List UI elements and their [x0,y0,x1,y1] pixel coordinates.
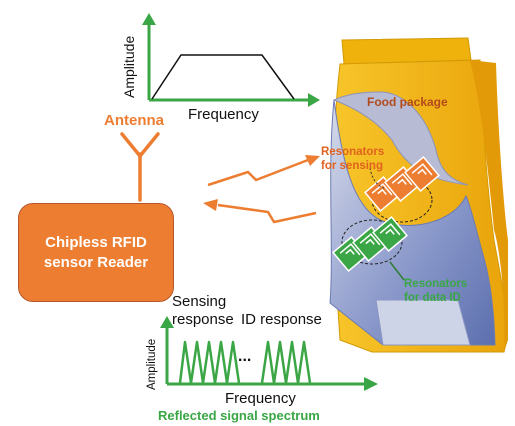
bottom-chart-ylabel: Amplitude [146,338,158,390]
food-package-label: Food package [367,95,448,109]
id-response-label: ID response [241,311,322,328]
bottom-spectrum-chart [160,316,378,391]
antenna-label: Antenna [104,112,164,129]
resonators-id-label: Resonators for data ID [404,278,468,304]
sensing-response-peaks [178,340,241,385]
sensing-resonators [364,156,440,212]
top-spectrum-chart [142,13,320,107]
chipless-rfid-reader-box: Chipless RFID sensor Reader [18,203,174,302]
wireless-wave-arrow-icon [203,155,320,224]
bottom-chart-x-arrowhead [364,377,378,391]
id-resonators [332,216,408,272]
reader-label: Chipless RFID sensor Reader [43,233,149,271]
id-callout-line [389,261,405,281]
resonator-icon [404,156,440,192]
bottom-chart-xlabel: Frequency [225,390,296,407]
top-chart-y-arrowhead [142,13,156,25]
food-package [329,37,508,353]
bottom-chart-y-arrowhead [160,316,174,328]
antenna-icon [120,132,160,202]
resonator-icon [372,216,408,252]
top-chart-trapezoid-curve [151,54,295,100]
top-chart-xlabel: Frequency [188,106,259,123]
peaks-ellipsis: ... [238,348,252,365]
sensing-response-label: Sensing response [172,293,234,328]
id-response-peaks [260,340,312,385]
reflected-spectrum-caption: Reflected signal spectrum [158,408,320,423]
resonators-sensing-label: Resonators for sensing [321,146,385,172]
top-chart-x-arrowhead [308,93,320,107]
top-chart-ylabel: Amplitude [121,35,137,98]
id-resonator-group-outline [341,219,403,265]
